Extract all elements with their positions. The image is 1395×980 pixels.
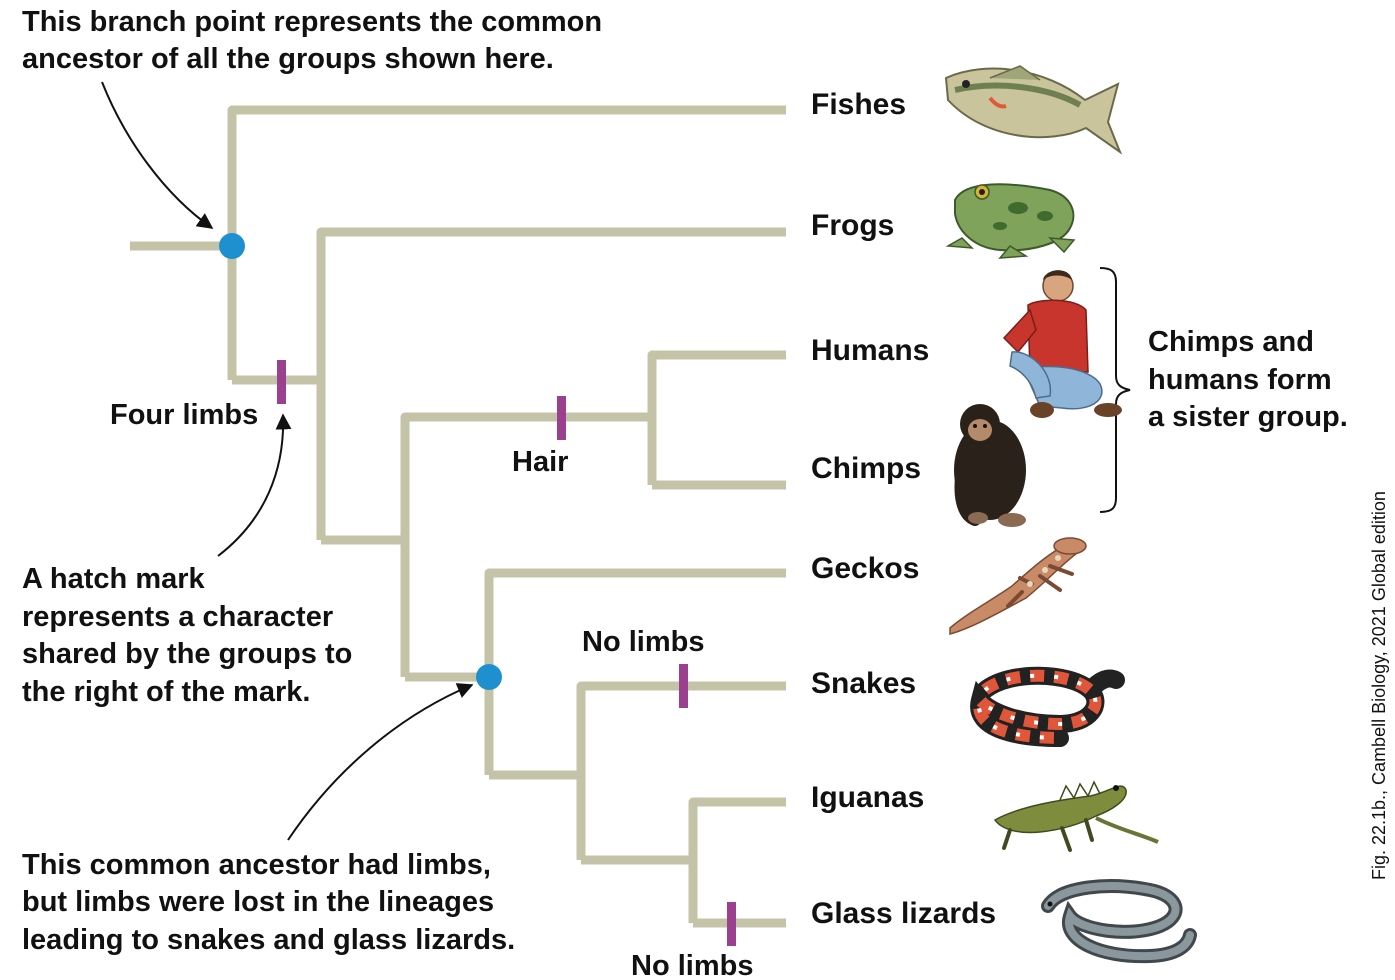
annotation-line: This common ancestor had limbs, xyxy=(22,849,491,881)
branch-fishes xyxy=(232,110,786,380)
branch-snakes xyxy=(581,686,786,860)
iguana-icon xyxy=(995,782,1158,850)
annotation-line: This branch point represents the common xyxy=(22,6,602,38)
taxon-label-geckos: Geckos xyxy=(811,552,919,585)
taxon-label-humans: Humans xyxy=(811,334,929,367)
character-label-no-limbs-glass: No limbs xyxy=(631,950,753,980)
chimp-icon xyxy=(954,404,1026,527)
annotation-line: a sister group. xyxy=(1148,401,1348,433)
taxon-label-chimps: Chimps xyxy=(811,452,921,485)
annotation-line: ancestor of all the groups shown here. xyxy=(22,43,554,75)
branch-geckos xyxy=(489,573,786,775)
hatch-four-limbs xyxy=(277,360,286,404)
hatch-no-limbs-snakes xyxy=(679,664,688,708)
annotation-line: humans form xyxy=(1148,364,1332,396)
character-label-no-limbs-snakes: No limbs xyxy=(582,626,704,658)
character-label-four-limbs: Four limbs xyxy=(110,399,258,431)
annotation-line: but limbs were lost in the lineages xyxy=(22,886,494,918)
annotation-lost-limbs: This common ancestor had limbs, but limb… xyxy=(22,849,515,956)
taxon-label-fishes: Fishes xyxy=(811,88,906,121)
sister-group-bracket xyxy=(1100,268,1130,512)
fish-icon xyxy=(946,66,1120,152)
hatch-no-limbs-glass xyxy=(727,902,736,946)
branch-iguanas xyxy=(693,802,786,923)
figure-credit: Fig. 22.1b., Cambell Biology, 2021 Globa… xyxy=(1369,491,1389,880)
snake-icon xyxy=(979,671,1118,738)
annotation-line: A hatch mark xyxy=(22,563,206,595)
glass-lizard-icon xyxy=(1048,886,1191,956)
branch-frogs xyxy=(321,232,786,540)
annotation-line: represents a character xyxy=(22,601,333,633)
hatch-hair xyxy=(557,396,566,440)
taxon-label-snakes: Snakes xyxy=(811,667,916,700)
arrow-branch-point xyxy=(102,82,212,228)
annotation-line: the right of the mark. xyxy=(22,676,310,708)
gecko-icon xyxy=(950,538,1086,634)
tree-branches xyxy=(130,110,786,923)
character-label-hair: Hair xyxy=(512,446,568,478)
annotation-branch-point: This branch point represents the common … xyxy=(22,6,602,75)
taxon-label-frogs: Frogs xyxy=(811,209,894,242)
taxon-label-glass-lizards: Glass lizards xyxy=(811,897,996,930)
annotation-line: Chimps and xyxy=(1148,326,1314,358)
arrow-hatch-mark xyxy=(218,415,283,556)
human-icon xyxy=(1004,270,1122,418)
annotation-line: leading to snakes and glass lizards. xyxy=(22,924,515,956)
annotation-line: shared by the groups to xyxy=(22,638,352,670)
arrow-lost-limbs xyxy=(288,685,472,840)
common-ancestor-node xyxy=(219,233,245,259)
limbed-ancestor-node xyxy=(476,664,502,690)
taxon-label-iguanas: Iguanas xyxy=(811,781,924,814)
annotation-hatch-mark: A hatch mark represents a character shar… xyxy=(22,563,352,708)
frog-icon xyxy=(948,184,1074,258)
branch-humans xyxy=(652,355,786,485)
annotation-sister-group: Chimps and humans form a sister group. xyxy=(1148,326,1348,433)
